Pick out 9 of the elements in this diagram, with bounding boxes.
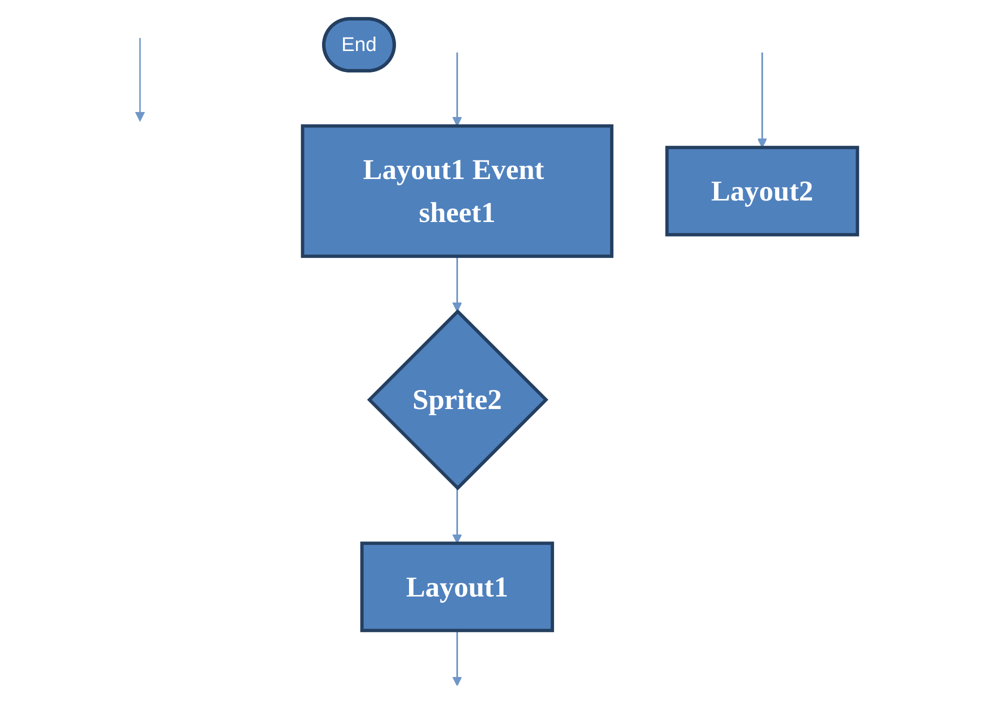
node-diamond: Sprite2 [367, 309, 548, 490]
node-box: Layout1 [360, 542, 554, 632]
arrow [452, 256, 462, 312]
arrow [452, 52, 462, 126]
arrow [452, 488, 462, 544]
arrow [757, 52, 768, 148]
node-box: Layout2 [665, 146, 860, 236]
node-box: Layout1 Event sheet1 [300, 124, 614, 258]
arrow [452, 630, 462, 686]
